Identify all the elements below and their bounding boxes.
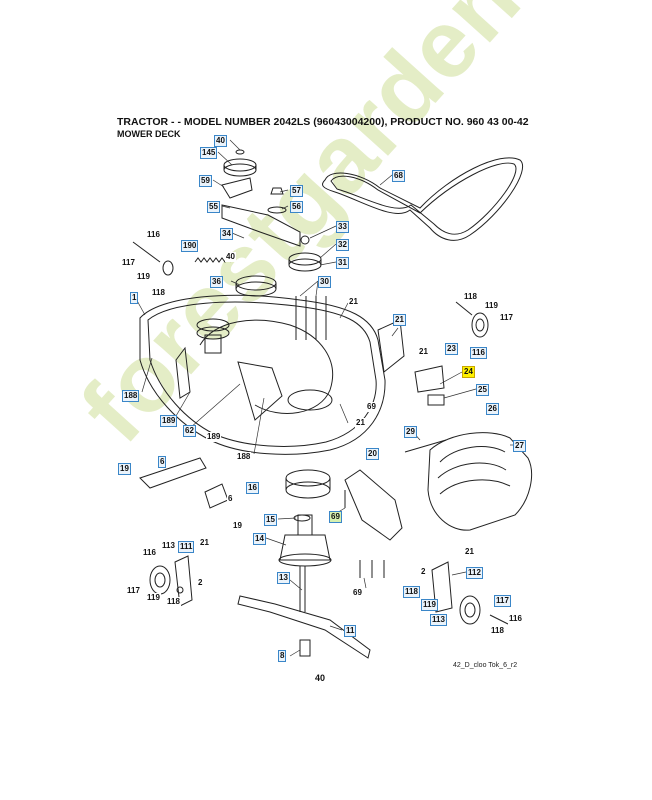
callout: 21 <box>199 538 210 548</box>
callout: 40 <box>225 252 236 262</box>
callout: 118 <box>490 626 505 636</box>
callout: 21 <box>348 297 359 307</box>
page-title: TRACTOR - - MODEL NUMBER 2042LS (9604300… <box>117 116 529 128</box>
callout: 117 <box>494 595 511 607</box>
callout: 116 <box>146 230 161 240</box>
callout: 23 <box>445 343 458 355</box>
callout: 117 <box>126 586 141 596</box>
callout: 16 <box>246 482 259 494</box>
callout: 33 <box>336 221 349 233</box>
callout: 69 <box>352 588 363 598</box>
spindle-housing <box>279 534 331 561</box>
callout: 15 <box>264 514 277 526</box>
callout: 25 <box>476 384 489 396</box>
idler-pulley <box>223 158 257 172</box>
callout: 19 <box>232 521 243 531</box>
callout: 19 <box>118 463 131 475</box>
callout: 21 <box>418 347 429 357</box>
callout: 40 <box>214 135 227 147</box>
callout: 118 <box>463 292 478 302</box>
callout: 21 <box>464 547 475 557</box>
callout: 20 <box>366 448 379 460</box>
callout-highlighted: 24 <box>462 366 475 378</box>
callout: 116 <box>508 614 523 624</box>
callout: 113 <box>161 541 176 551</box>
callout: 29 <box>404 426 417 438</box>
callout: 119 <box>484 301 499 311</box>
callout: 6 <box>227 494 234 504</box>
page-number: 40 <box>315 673 326 683</box>
callout: 117 <box>121 258 136 268</box>
callout: 188 <box>122 390 140 402</box>
callout: 69 <box>366 402 377 412</box>
callout: 2 <box>197 578 204 588</box>
callout: 21 <box>393 314 406 326</box>
spindle-pulley-16 <box>285 469 331 487</box>
callout: 55 <box>207 201 220 213</box>
callout: 119 <box>146 593 161 603</box>
callout: 27 <box>513 440 526 452</box>
drive-belt <box>322 157 523 241</box>
callout: 189 <box>206 432 222 442</box>
discharge-chute <box>427 432 533 531</box>
callout: 190 <box>181 240 199 252</box>
callout: 189 <box>160 415 178 427</box>
callout: 118 <box>166 597 181 607</box>
callout: 32 <box>336 239 349 251</box>
callout: 118 <box>151 288 166 298</box>
drawing-code: 42_D_cloo Tok_6_r2 <box>453 662 518 669</box>
callout: 112 <box>466 567 483 579</box>
callout: 119 <box>421 599 438 611</box>
callout: 119 <box>136 272 151 282</box>
callout: 145 <box>200 147 218 159</box>
tension-spring <box>194 257 232 263</box>
callout: 11 <box>344 625 357 637</box>
callout: 188 <box>236 452 252 462</box>
callout: 6 <box>158 456 167 468</box>
callout: 59 <box>199 175 212 187</box>
mower-blade <box>237 595 371 659</box>
mower-deck-housing <box>139 294 386 455</box>
callout: 116 <box>470 347 487 359</box>
callout: 34 <box>220 228 233 240</box>
callout: 30 <box>318 276 331 288</box>
callout: 21 <box>355 418 366 428</box>
callout: 2 <box>420 567 427 577</box>
callout: 14 <box>253 533 266 545</box>
callout: 117 <box>499 313 514 323</box>
callout: 36 <box>210 276 223 288</box>
callout: 118 <box>403 586 420 598</box>
callout: 56 <box>290 201 303 213</box>
section-subtitle: MOWER DECK <box>117 129 181 139</box>
callout: 13 <box>277 572 290 584</box>
callout: 8 <box>278 650 287 662</box>
callout: 68 <box>392 170 405 182</box>
callout: 31 <box>336 257 349 269</box>
callout: 62 <box>183 425 196 437</box>
callout: 1 <box>130 292 139 304</box>
callout: 26 <box>486 403 499 415</box>
callout: 113 <box>430 614 447 626</box>
callout: 111 <box>178 541 195 553</box>
callout: 57 <box>290 185 303 197</box>
callout: 116 <box>142 548 157 558</box>
callout-highlighted: 69 <box>329 511 342 523</box>
